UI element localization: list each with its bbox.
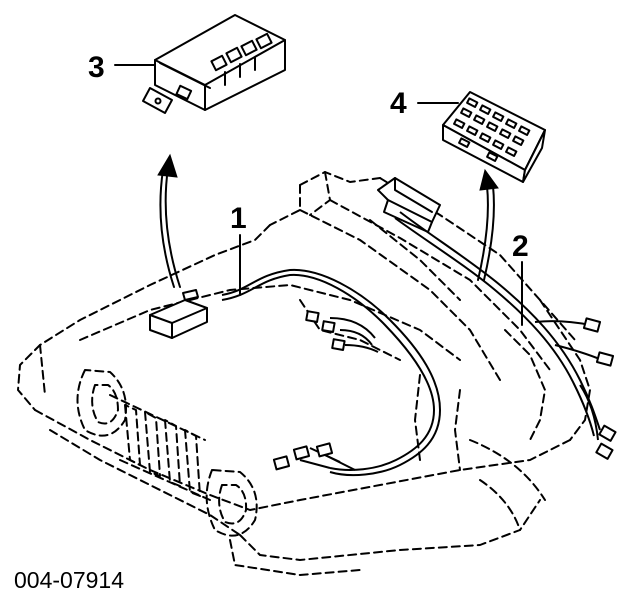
wiring-harness bbox=[221, 211, 603, 477]
module-item-3 bbox=[142, 14, 286, 114]
vehicle-body-outline bbox=[17, 171, 591, 576]
document-number: 004-07914 bbox=[14, 567, 124, 593]
callout-1: 1 bbox=[230, 202, 247, 235]
callout-2: 2 bbox=[512, 230, 529, 263]
arrow-item-3 bbox=[157, 153, 181, 288]
callout-4: 4 bbox=[390, 87, 407, 120]
relay-slots bbox=[453, 97, 531, 162]
grille bbox=[76, 369, 258, 537]
leader-lines bbox=[114, 64, 523, 326]
callout-3: 3 bbox=[88, 51, 105, 84]
module-item-4 bbox=[442, 91, 546, 183]
arrow-item-4 bbox=[477, 168, 499, 281]
module-mounted-left bbox=[149, 289, 208, 339]
connectors bbox=[272, 177, 617, 471]
